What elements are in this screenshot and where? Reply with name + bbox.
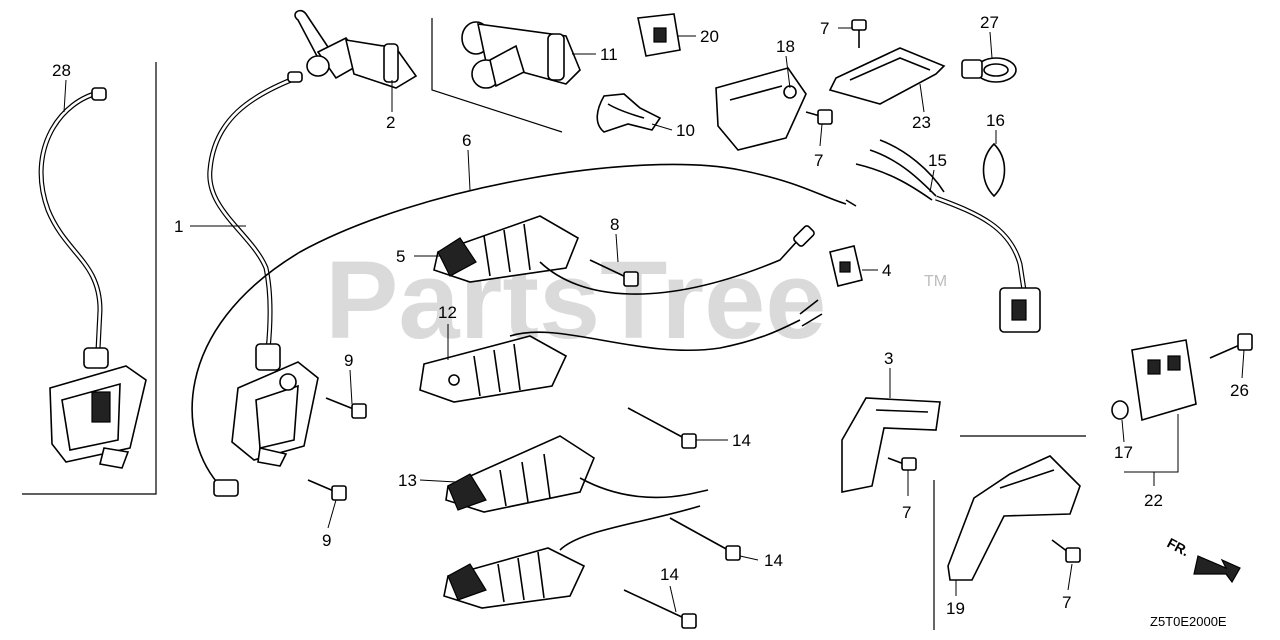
bolt-8[interactable]	[589, 259, 639, 287]
bolt-26[interactable]	[1209, 333, 1253, 359]
bolt-14-upper[interactable]	[627, 407, 697, 449]
bolt-7-top[interactable]	[851, 19, 867, 48]
callout-8: 8	[610, 215, 619, 234]
callout-7-bracket-18: 7	[814, 151, 823, 170]
bracket-18[interactable]	[715, 67, 807, 151]
bolt-7-bracket-18[interactable]	[805, 109, 833, 125]
callout-14-lower: 14	[660, 565, 679, 584]
wire-harness-15[interactable]	[855, 139, 1041, 333]
callout-10: 10	[676, 121, 695, 140]
diagram-code: Z5T0E2000E	[1150, 614, 1227, 629]
frame-part-28	[22, 62, 157, 495]
callout-5: 5	[396, 247, 405, 266]
ground-wire-6[interactable]	[191, 163, 857, 497]
wire-band-16[interactable]	[982, 142, 1006, 198]
callout-13: 13	[398, 471, 417, 490]
charge-coil-5[interactable]	[433, 215, 815, 295]
grommet-4[interactable]	[829, 245, 863, 287]
bolt-14-lower[interactable]	[623, 589, 697, 629]
callout-labels: 28 1 2 11 20 10 18 7 27 23 16 6 7 15 8 5…	[52, 13, 1249, 618]
plate-23[interactable]	[828, 47, 946, 105]
callout-12: 12	[438, 303, 457, 322]
callout-6: 6	[462, 131, 471, 150]
charge-coil-13[interactable]	[443, 435, 709, 609]
spark-plug-cap-11[interactable]	[461, 21, 581, 89]
bolt-9-lower[interactable]	[307, 479, 347, 501]
bracket-19[interactable]	[947, 455, 1081, 581]
callout-17: 17	[1114, 443, 1133, 462]
clip-20[interactable]	[637, 13, 681, 57]
bolt-14-middle[interactable]	[669, 517, 741, 561]
callout-18: 18	[776, 37, 795, 56]
bolt-9-upper[interactable]	[325, 397, 367, 419]
callout-20: 20	[700, 27, 719, 46]
callout-3: 3	[884, 349, 893, 368]
callout-16: 16	[986, 111, 1005, 130]
callout-14-middle: 14	[764, 551, 783, 570]
callout-28: 28	[52, 61, 71, 80]
callout-7-bracket-3: 7	[902, 503, 911, 522]
bolt-7-bracket-3[interactable]	[887, 457, 917, 471]
front-direction-arrow: FR.	[1165, 535, 1241, 584]
watermark-trademark: TM	[924, 273, 947, 290]
ignition-coil-28[interactable]	[38, 87, 147, 469]
callout-9-upper: 9	[344, 351, 353, 370]
callout-14-upper: 14	[732, 431, 751, 450]
nut-17[interactable]	[1111, 400, 1129, 420]
frame-part-11	[431, 18, 563, 133]
bracket-3[interactable]	[841, 397, 941, 493]
leader-lines	[63, 27, 1245, 613]
callout-19: 19	[946, 599, 965, 618]
callout-26: 26	[1230, 381, 1249, 400]
callout-27: 27	[980, 13, 999, 32]
callout-23: 23	[912, 113, 931, 132]
callout-22: 22	[1144, 491, 1163, 510]
callout-9-lower: 9	[322, 531, 331, 550]
callout-11: 11	[600, 45, 618, 64]
terminal-block-22[interactable]	[1131, 339, 1197, 422]
spark-plug-cap-2[interactable]	[294, 9, 418, 89]
callout-15: 15	[928, 151, 947, 170]
callout-2: 2	[386, 113, 395, 132]
charge-coil-12[interactable]	[419, 299, 823, 403]
ignition-coil-1[interactable]	[207, 71, 319, 467]
callout-7-top: 7	[820, 19, 829, 38]
bolt-7-bracket-19[interactable]	[1051, 539, 1081, 563]
direction-label: FR.	[1165, 535, 1192, 560]
callout-7-bracket-19: 7	[1062, 593, 1071, 612]
watermark: PartsTree	[325, 239, 826, 362]
callout-4: 4	[882, 261, 891, 280]
wire-clamp-10[interactable]	[596, 93, 662, 133]
hose-clamp-27[interactable]	[961, 57, 1017, 83]
callout-1: 1	[174, 217, 183, 236]
